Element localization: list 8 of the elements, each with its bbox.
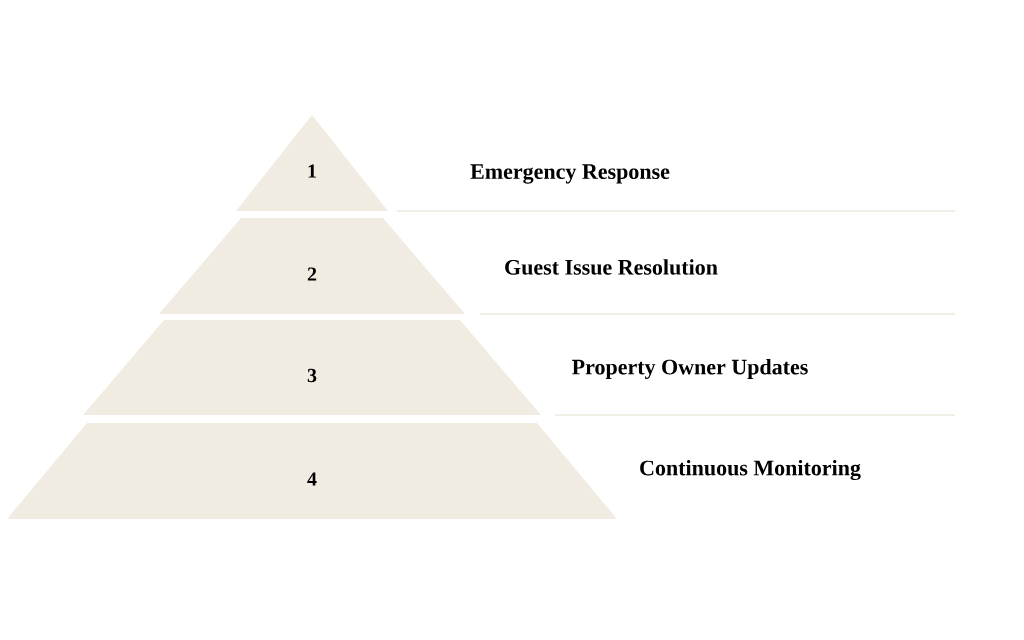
band-label: Continuous Monitoring [640, 459, 861, 481]
band-label: Guest Issue Resolution [505, 259, 718, 275]
pyramid-band: 2 [159, 218, 465, 314]
band-label: Property Owner Updates [572, 359, 808, 379]
pyramid-band: 4 [7, 423, 617, 519]
pyramid-band: 3 [83, 320, 541, 415]
band-label: Emergency Response [470, 164, 670, 184]
pyramid-band: 1 [236, 115, 388, 211]
